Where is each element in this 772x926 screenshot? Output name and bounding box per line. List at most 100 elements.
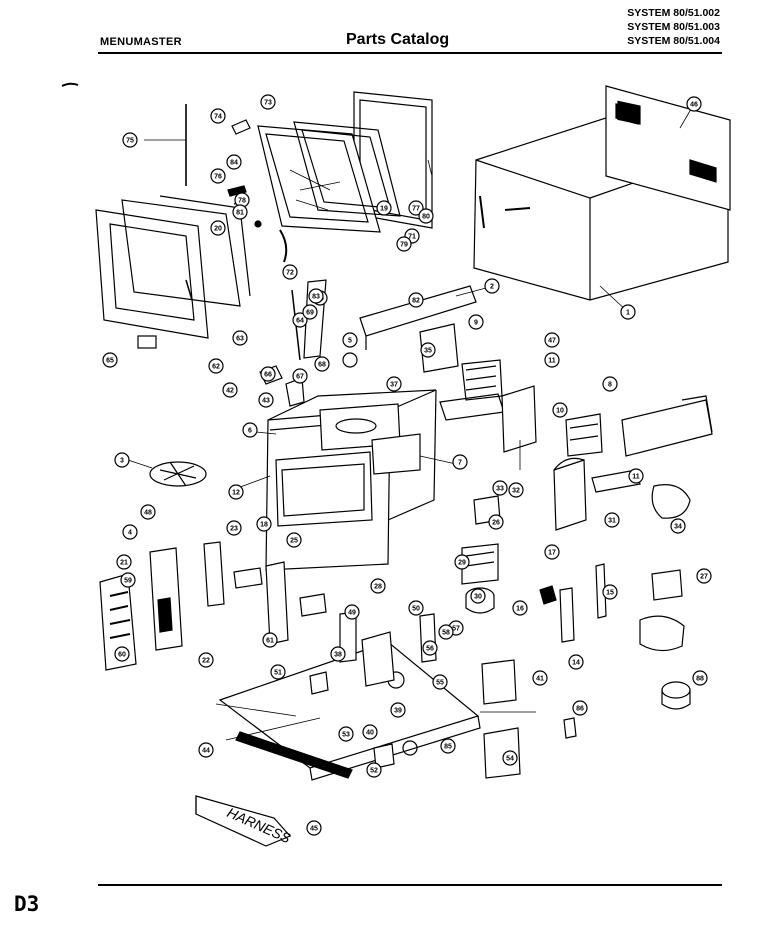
callout-number: 55 [436, 680, 444, 687]
callout-circle [502, 750, 518, 766]
callout-number: 35 [424, 348, 432, 355]
callout-group: 1234567891011111214151617181920212223252… [102, 94, 712, 836]
callout-circle [256, 516, 272, 532]
callout-number: 58 [442, 630, 450, 637]
callout-number: 43 [262, 398, 270, 405]
callout-circle [242, 422, 258, 438]
callout-circle [532, 670, 548, 686]
callout-circle [210, 220, 226, 236]
callout-circle [670, 518, 686, 534]
callout-circle [262, 632, 278, 648]
callout-circle [122, 132, 138, 148]
callout-circle [302, 304, 318, 320]
callout-circle [226, 154, 242, 170]
callout-number: 14 [572, 660, 580, 667]
callout-number: 20 [214, 226, 222, 233]
callout-number: 65 [106, 358, 114, 365]
callout-number: 51 [274, 670, 282, 677]
callout-circle [102, 352, 118, 368]
callout-number: 7 [458, 460, 462, 467]
page-title: Parts Catalog [346, 31, 450, 48]
callout-circle [140, 504, 156, 520]
callout-circle [366, 762, 382, 778]
callout-number: 2 [490, 284, 494, 291]
page-number: D3 [14, 892, 40, 916]
callout-circle [544, 352, 560, 368]
callout-circle [120, 572, 136, 588]
callout-circle [568, 654, 584, 670]
callout-circle [362, 724, 378, 740]
callout-number: 66 [264, 372, 272, 379]
callout-circle [454, 554, 470, 570]
callout-circle [376, 200, 392, 216]
callout-circle [122, 524, 138, 540]
callout-circle [602, 376, 618, 392]
callout-number: 82 [412, 298, 420, 305]
callout-number: 72 [286, 270, 294, 277]
callout-number: 12 [232, 490, 240, 497]
callout-number: 45 [310, 826, 318, 833]
callout-number: 75 [126, 138, 134, 145]
callout-circle [544, 544, 560, 560]
callout-circle [258, 392, 274, 408]
callout-number: 30 [474, 594, 482, 601]
callout-circle [408, 200, 424, 216]
callout-circle [408, 600, 424, 616]
callout-circle [208, 358, 224, 374]
callout-number: 27 [700, 574, 708, 581]
callout-number: 29 [458, 560, 466, 567]
callout-circle [408, 292, 424, 308]
callout-number: 8 [608, 382, 612, 389]
callout-number: 31 [608, 518, 616, 525]
callout-circle [544, 332, 560, 348]
callout-circle [198, 742, 214, 758]
callout-circle [210, 108, 226, 124]
callout-number: 49 [348, 610, 356, 617]
callout-circle [232, 330, 248, 346]
callout-number: 53 [342, 732, 350, 739]
callout-circle [420, 342, 436, 358]
callout-number: 88 [696, 676, 704, 683]
callout-circle [228, 484, 244, 500]
callout-number: 26 [492, 520, 500, 527]
callout-circle [116, 554, 132, 570]
callout-number: 76 [214, 174, 222, 181]
callout-circle [226, 520, 242, 536]
callout-number: 57 [452, 626, 460, 633]
callout-number: 67 [296, 374, 304, 381]
callout-number: 63 [236, 336, 244, 343]
callout-number: 68 [318, 362, 326, 369]
callout-number: 84 [230, 160, 238, 167]
callout-circle [396, 236, 412, 252]
callout-circle [440, 738, 456, 754]
callout-circle [696, 568, 712, 584]
callout-circle [308, 288, 324, 304]
callout-number: 50 [412, 606, 420, 613]
callout-number: 16 [516, 606, 524, 613]
callout-number: 42 [226, 388, 234, 395]
oven-cavity [265, 389, 437, 571]
callout-number: 62 [212, 364, 220, 371]
callout-circle [484, 278, 500, 294]
callout-number: 23 [230, 526, 238, 533]
callout-circle [602, 584, 618, 600]
callout-circle [686, 96, 702, 112]
callout-circle [620, 304, 636, 320]
callout-number: 37 [390, 382, 398, 389]
callout-circle [432, 674, 448, 690]
callout-circle [232, 204, 248, 220]
callout-circle [344, 604, 360, 620]
callout-number: 41 [536, 676, 544, 683]
callout-number: 69 [306, 310, 314, 317]
footer-rule [98, 884, 722, 886]
callout-number: 11 [632, 474, 640, 481]
callout-number: 77 [412, 206, 420, 213]
callout-circle [422, 640, 438, 656]
model-line: SYSTEM 80/51.002 [627, 7, 720, 19]
callout-number: 25 [290, 538, 298, 545]
callout-circle [488, 514, 504, 530]
callout-circle [386, 376, 402, 392]
callout-circle [628, 468, 644, 484]
callout-circle [270, 664, 286, 680]
brand-name: MENUMASTER [100, 36, 182, 48]
